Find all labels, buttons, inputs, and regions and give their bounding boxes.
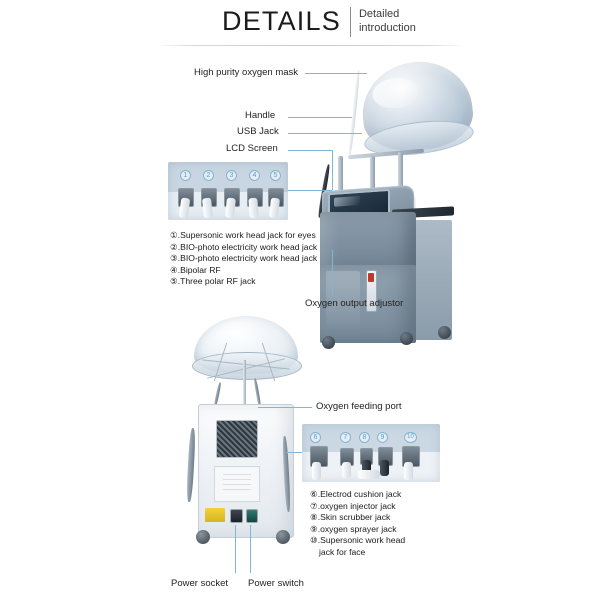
jack-cable <box>248 197 259 219</box>
leader-line-oxygen-mask <box>305 73 367 74</box>
legend-item-8: ⑧.Skin scrubber jack <box>310 512 391 523</box>
connector-body <box>358 470 380 479</box>
oxygen-output-adjustor-gauge <box>366 270 377 312</box>
jack-panel-rear-photo <box>302 424 440 482</box>
jack-numeral-3: 3 <box>226 170 237 181</box>
support-post-right <box>398 152 403 198</box>
callout-label-lcd-screen: LCD Screen <box>226 143 278 154</box>
dome-ring-rear <box>192 352 302 380</box>
leader-line-lcd-screen-h <box>288 150 332 151</box>
jack-numeral-10: 10 <box>404 432 417 443</box>
legend-item-1: ①.Supersonic work head jack for eyes <box>170 230 316 240</box>
jack-cable <box>342 462 351 478</box>
warning-sticker <box>205 508 225 522</box>
header-subtitle-line1: Detailed <box>358 8 400 20</box>
jack-cable <box>404 462 413 480</box>
jack-numeral-6: 6 <box>310 432 321 443</box>
white-hose-top <box>347 70 361 156</box>
jack-cable-dark <box>380 460 389 476</box>
leader-line-jack-panel-rear <box>286 452 312 453</box>
header-rule <box>155 45 465 46</box>
oxygen-machine-front-photo <box>292 56 482 349</box>
leader-line-power-switch <box>250 525 251 573</box>
callout-label-power-socket: Power socket <box>171 578 229 589</box>
legend-item-3: ③.BIO-photo electricity work head jack <box>170 253 318 264</box>
leader-line-oxygen-output-adjustor <box>332 250 333 296</box>
leader-line-oxygen-feeding-port <box>258 407 312 408</box>
fan-grille <box>216 420 258 458</box>
support-post-mid <box>370 156 375 196</box>
jack-numeral-5: 5 <box>270 170 281 181</box>
machine-side-column <box>410 220 452 340</box>
legend-item-7: ⑦.oxygen injector jack <box>310 500 396 511</box>
power-switch[interactable] <box>246 509 258 523</box>
page-header: DETAILS Detailed introduction <box>222 6 416 37</box>
jack-numeral-7: 7 <box>340 432 351 443</box>
caster-wheel <box>400 332 413 345</box>
center-pole <box>243 360 246 406</box>
leader-line-jack-panel-front <box>288 190 332 191</box>
legend-item-10: ⑩.Supersonic work head <box>310 535 406 546</box>
jack-numeral-9: 9 <box>377 432 388 443</box>
side-cable-bundle <box>186 427 196 503</box>
legend-item-10-continued: jack for face <box>319 546 366 557</box>
page-title: DETAILS <box>222 6 341 36</box>
leader-line-handle <box>288 117 352 118</box>
callout-label-usb-jack: USB Jack <box>237 126 279 137</box>
power-socket[interactable] <box>230 509 243 523</box>
callout-label-power-switch: Power switch <box>248 578 304 589</box>
legend-item-9: ⑨.oxygen sprayer jack <box>310 523 397 534</box>
jack-cable <box>312 462 321 480</box>
leader-line-lcd-screen-v <box>332 150 333 190</box>
legend-item-4: ④.Bipolar RF <box>170 264 221 275</box>
legend-item-2: ②.BIO-photo electricity work head jack <box>170 241 318 252</box>
caption-oxygen-output-adjustor: Oxygen output adjustor <box>305 298 404 309</box>
spec-label-plate <box>214 466 260 502</box>
leader-line-usb-jack <box>288 133 362 134</box>
jack-numeral-4: 4 <box>249 170 260 181</box>
machine-upper-body <box>320 212 416 274</box>
jack-cable <box>178 197 191 219</box>
jack-numeral-8: 8 <box>359 432 370 443</box>
header-divider <box>349 7 351 37</box>
header-subtitle-line2: introduction <box>358 21 416 34</box>
jack-numeral-1: 1 <box>180 170 191 181</box>
jack-cable <box>268 197 281 219</box>
legend-item-6: ⑥.Electrod cushion jack <box>310 489 402 499</box>
jack-cable-dark <box>362 460 371 474</box>
support-post-left <box>338 156 343 198</box>
caster-wheel <box>196 530 210 544</box>
legend-rear-jacks: ⑥.Electrod cushion jack ⑦.oxygen injecto… <box>310 489 405 559</box>
header-subtitle: Detailed introduction <box>359 6 416 35</box>
callout-label-oxygen-feeding-port: Oxygen feeding port <box>316 401 402 412</box>
jack-cable <box>225 197 236 219</box>
callout-label-oxygen-mask: High purity oxygen mask <box>194 67 299 78</box>
caster-wheel <box>438 326 451 339</box>
legend-front-jacks: ①.Supersonic work head jack for eyes ②.B… <box>170 230 317 288</box>
caster-wheel <box>322 336 335 349</box>
caster-wheel <box>276 530 290 544</box>
leader-line-power-socket <box>235 525 236 573</box>
jack-numeral-2: 2 <box>203 170 214 181</box>
jack-cable <box>201 197 214 219</box>
callout-label-handle: Handle <box>245 110 276 121</box>
oxygen-machine-rear-photo <box>180 316 312 568</box>
legend-item-5: ⑤.Three polar RF jack <box>170 276 256 287</box>
